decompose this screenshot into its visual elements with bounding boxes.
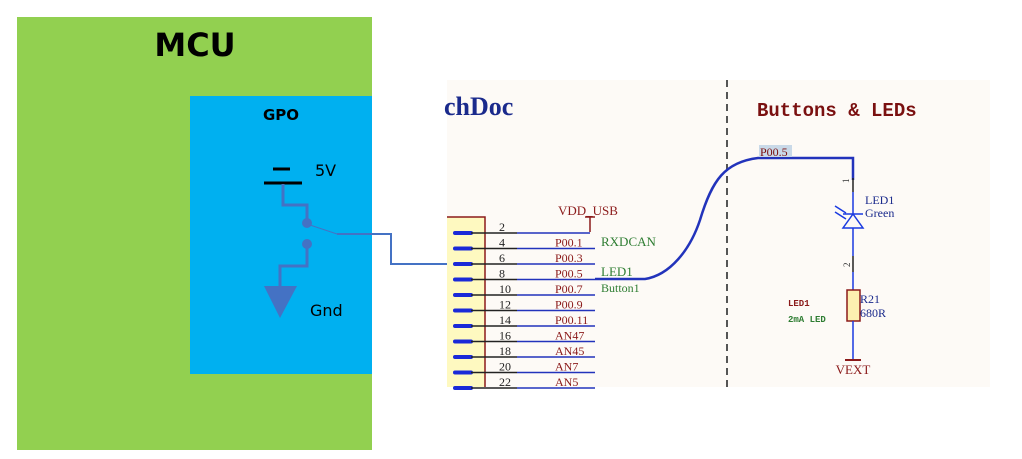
switch-lever <box>309 224 338 235</box>
net-vdd-usb: VDD_USB <box>558 203 618 218</box>
connector-pin-number: 6 <box>499 251 505 265</box>
connector-body <box>447 217 485 387</box>
led-designator: LED1 <box>865 193 894 207</box>
supply-symbol-icon <box>264 167 302 185</box>
led-pin2-number: 2 <box>842 263 852 268</box>
led-pin1-number: 1 <box>841 179 851 184</box>
ground-icon <box>264 286 297 318</box>
note-line-2: 2mA LED <box>788 315 826 325</box>
resistor-designator: R21 <box>860 292 880 306</box>
gpo-output-wire <box>337 233 447 265</box>
connector-net-label: AN5 <box>555 375 578 389</box>
connector-pin-row: 18 AN45 <box>453 344 595 359</box>
connector-net-label: P00.3 <box>555 251 583 265</box>
gpo-title: GPO <box>263 106 299 124</box>
connector-pin-row: 20 AN7 <box>453 360 595 375</box>
connector-pin-row: 8 P00.5 <box>453 267 595 282</box>
connector-pin-number: 16 <box>499 329 511 343</box>
connector-net-label: P00.11 <box>555 313 588 327</box>
connector-pin-number: 14 <box>499 313 511 327</box>
connector-pin-row: 12 P00.9 <box>453 298 595 313</box>
connector-pins: 2 4 P00.1 6 P00.3 8 P00.5 10 P00.7 12 P00.9 14 P00.1… <box>453 220 595 390</box>
connector-pin-number: 10 <box>499 282 511 296</box>
connector-pin-number: 18 <box>499 344 511 358</box>
led-value: Green <box>865 206 894 220</box>
connector-pin-number: 2 <box>499 220 505 234</box>
resistor-body <box>846 289 861 322</box>
connector-pin-number: 20 <box>499 360 511 374</box>
connector-pin-row: 6 P00.3 <box>453 251 595 266</box>
switch-contact-top <box>302 218 312 228</box>
connector-pin-number: 4 <box>499 236 505 250</box>
supply-label: 5V <box>315 161 336 180</box>
led-diode-icon <box>834 205 865 256</box>
connector-pin-row: 22 AN5 <box>453 375 595 390</box>
section-title: Buttons & LEDs <box>757 100 917 122</box>
alias-led1: LED1 <box>601 264 633 279</box>
connector-net-label: P00.5 <box>555 267 583 281</box>
schematic-doc-title: chDoc <box>444 92 513 121</box>
connector-net-label: AN47 <box>555 329 584 343</box>
net-vext: VEXT <box>836 362 871 377</box>
connector-pin-number: 22 <box>499 375 511 389</box>
connector-pin-row: 16 AN47 <box>453 329 595 344</box>
connector-pin-number: 12 <box>499 298 511 312</box>
connector-net-label: P00.1 <box>555 236 583 250</box>
connector-net-label: P00.7 <box>555 282 583 296</box>
switch-wiring <box>278 184 309 286</box>
alias-button1: Button1 <box>601 281 640 295</box>
led1-net-wire <box>595 156 855 281</box>
connector-net-label: AN45 <box>555 344 584 358</box>
resistor-value: 680R <box>860 306 886 320</box>
note-line-1: LED1 <box>788 299 810 309</box>
connector-outline <box>447 216 486 387</box>
connector-pin-number: 8 <box>499 267 505 281</box>
connector-pin-row: 4 P00.1 <box>453 236 595 251</box>
mcu-title: MCU <box>154 26 235 64</box>
connector-net-label: P00.9 <box>555 298 583 312</box>
alias-rxdcan: RXDCAN <box>601 234 657 249</box>
connector-pin-row: 10 P00.7 <box>453 282 595 297</box>
switch-contact-bottom <box>302 239 312 249</box>
connector-pin-row: 2 <box>453 220 590 235</box>
connector-net-label: AN7 <box>555 360 578 374</box>
ground-label: Gnd <box>310 301 343 320</box>
connector-pin-row: 14 P00.11 <box>453 313 595 328</box>
led-net-label: P00.5 <box>760 145 788 159</box>
led-net-label-highlight <box>759 145 792 157</box>
